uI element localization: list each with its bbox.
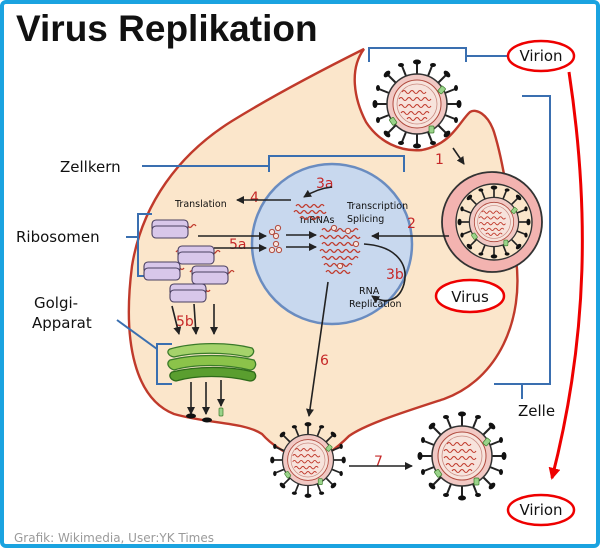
virion-entering — [371, 58, 463, 150]
step-2: 2 — [407, 216, 416, 232]
virion-lifecycle-arrow — [548, 71, 584, 480]
step-4: 4 — [250, 190, 259, 206]
process-arrows — [171, 147, 465, 470]
label-virus: Virus — [451, 288, 489, 306]
nuclear-proteins — [268, 224, 360, 270]
virion-released — [416, 410, 508, 502]
step-7: 7 — [374, 454, 383, 470]
step-1: 1 — [435, 152, 444, 168]
label-zelle: Zelle — [518, 402, 555, 420]
label-ribosomen: Ribosomen — [16, 228, 100, 246]
label-translation: Translation — [174, 199, 227, 210]
label-transcription: Transcription — [346, 201, 408, 212]
endosome-virus — [441, 171, 543, 273]
label-golgi-line1: Golgi- — [34, 294, 78, 312]
mrna-strands — [293, 203, 327, 221]
step-5b: 5b — [176, 314, 194, 330]
label-replication: Replication — [349, 299, 402, 310]
ribosome-cluster — [143, 219, 235, 303]
label-virion-bottom: Virion — [519, 501, 562, 519]
cell-nucleus — [250, 162, 414, 326]
zellkern-bracket — [268, 155, 405, 172]
virion-top-badge — [506, 39, 576, 73]
label-virion-top: Virion — [519, 47, 562, 65]
step-5a: 5a — [229, 237, 247, 253]
virion-bottom-badge — [506, 493, 576, 527]
golgi-bracket — [156, 343, 172, 385]
diagram-title: Virus Replikation — [16, 8, 318, 49]
step-3b: 3b — [386, 267, 404, 283]
golgi-vesicles — [186, 407, 224, 423]
budding-virion — [269, 421, 347, 499]
label-rna: RNA — [359, 286, 380, 297]
label-zellkern: Zellkern — [60, 158, 121, 176]
step-6: 6 — [320, 353, 329, 369]
golgi-apparatus — [167, 342, 257, 382]
virus-replication-diagram: Virus Replikation Zellkern Ribosomen Gol… — [14, 8, 584, 545]
label-golgi-line2: Apparat — [32, 314, 92, 332]
label-mrnas: mRNAs — [300, 215, 334, 226]
virus-badge — [434, 278, 506, 314]
label-splicing: Splicing — [347, 214, 384, 225]
image-credit: Grafik: Wikimedia, User:YK Times — [14, 531, 214, 545]
